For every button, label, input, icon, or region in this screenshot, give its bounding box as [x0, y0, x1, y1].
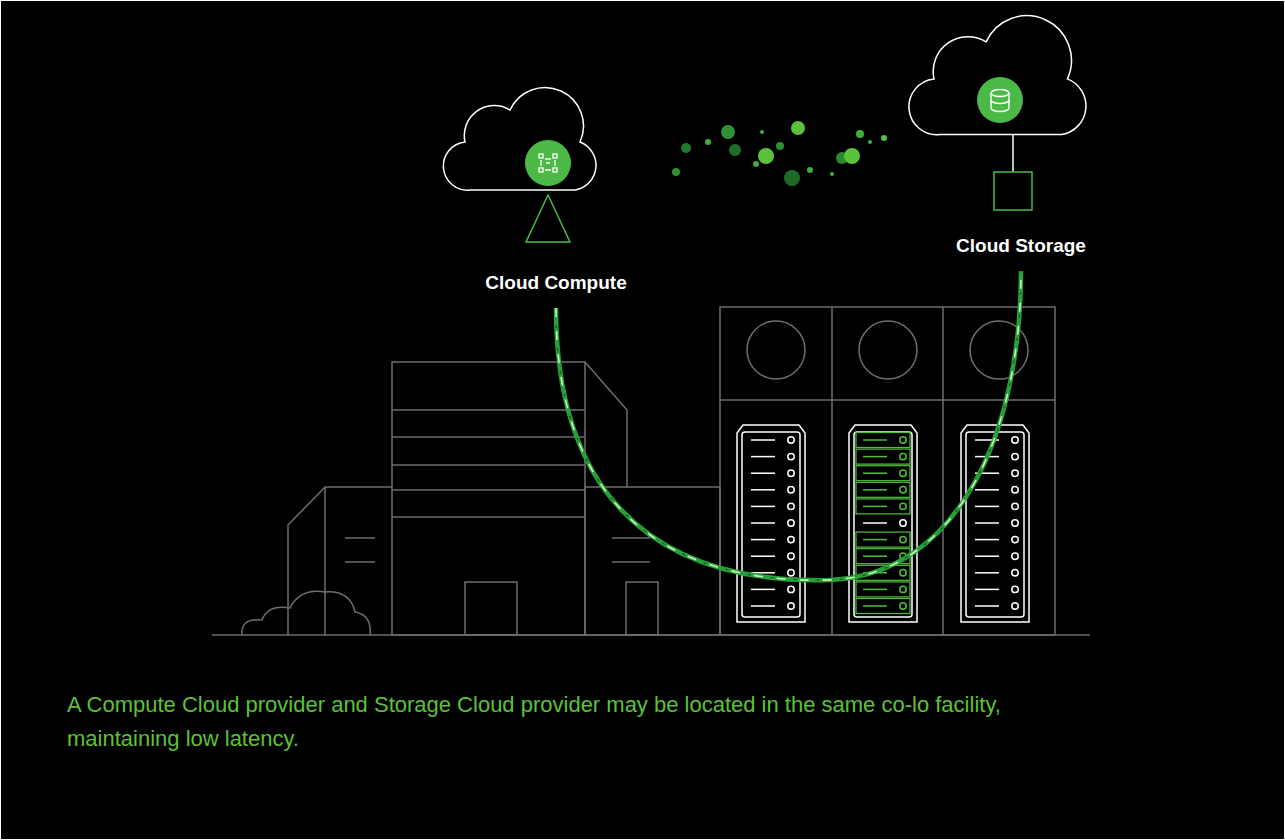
- node-label: Cloud Compute: [440, 272, 672, 294]
- cloud-node: Cloud Compute: [440, 80, 672, 308]
- cloud-shape: [440, 80, 656, 300]
- cloud-node: Cloud Storage: [905, 5, 1137, 271]
- caption: A Compute Cloud provider and Storage Clo…: [67, 688, 1007, 756]
- cloud-shape: [905, 5, 1121, 225]
- green-connector: [556, 271, 1021, 580]
- node-label: Cloud Storage: [905, 235, 1137, 257]
